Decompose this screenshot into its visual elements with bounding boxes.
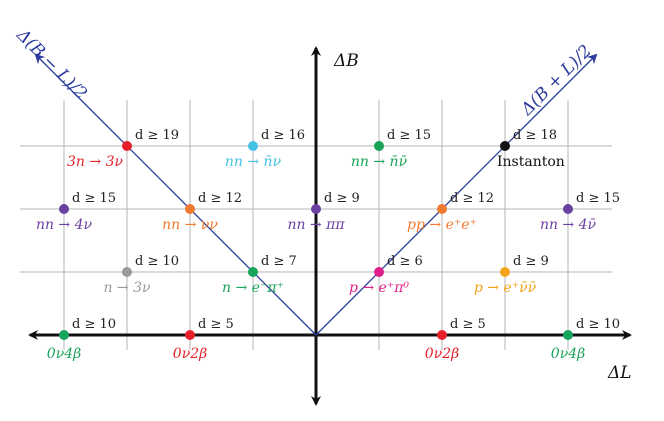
point-marker [563,204,573,214]
point-marker [500,141,510,151]
dimension-label: d ≥ 16 [261,128,305,143]
delta-l-axis-label: ΔL [607,363,632,383]
diagonal-axes [34,53,598,336]
process-point: d ≥ 10 n → 3ν [103,254,179,296]
point-marker [500,267,510,277]
process-label: nn → νν [162,217,218,233]
point-marker [311,204,321,214]
process-label: n → 3ν [103,280,151,296]
axes [28,46,632,406]
process-label: pp → e⁺e⁺ [407,217,477,233]
process-label: nn → n̄ν̄ [351,154,408,170]
dimension-label: d ≥ 15 [576,191,620,206]
process-label: 0ν4β [47,346,81,362]
dimension-label: d ≥ 5 [450,317,486,332]
process-point: d ≥ 10 0ν4β [47,317,116,362]
dimension-label: d ≥ 15 [72,191,116,206]
point-marker [248,267,258,277]
process-label: p → e⁺ν̄ν̄ [474,280,537,296]
point-marker [122,141,132,151]
process-point: d ≥ 5 0ν2β [425,317,486,362]
point-marker [185,204,195,214]
process-point: d ≥ 15 nn → 4ν [36,191,116,233]
point-marker [185,330,195,340]
process-label: n → e⁻π⁺ [222,280,284,296]
dimension-label: d ≥ 9 [324,191,360,206]
process-point: d ≥ 15 nn → n̄ν̄ [351,128,431,170]
process-label: 3n → 3ν [67,154,123,170]
process-label: nn → 4ν̄ [540,217,597,233]
point-marker [59,330,69,340]
process-point: d ≥ 15 nn → 4ν̄ [540,191,620,233]
dimension-label: d ≥ 19 [135,128,179,143]
delta-b-minus-l-label: Δ(B − L)/2 [12,25,91,104]
point-marker [563,330,573,340]
point-marker [437,204,447,214]
delta-b-axis-label: ΔB [333,51,359,71]
process-point: d ≥ 5 0ν2β [173,317,234,362]
process-point: d ≥ 19 3n → 3ν [67,128,179,170]
point-marker [59,204,69,214]
dimension-label: d ≥ 6 [387,254,423,269]
delta-b-plus-l-axis [315,53,598,336]
process-point: d ≥ 12 pp → e⁺e⁺ [407,191,494,233]
process-point: d ≥ 9 p → e⁺ν̄ν̄ [474,254,549,296]
process-point: d ≥ 9 nn → ππ [287,191,359,233]
point-marker [374,267,384,277]
dimension-label: d ≥ 5 [198,317,234,332]
process-label: 0ν2β [425,346,459,362]
dimension-label: d ≥ 7 [261,254,297,269]
dimension-label: d ≥ 9 [513,254,549,269]
process-point: d ≥ 16 nn → n̄ν [225,128,305,170]
process-label: Instanton [497,154,565,170]
process-label: p → e⁺π⁰ [349,280,409,296]
process-point: d ≥ 10 0ν4β [551,317,620,362]
process-label: 0ν4β [551,346,585,362]
dimension-label: d ≥ 15 [387,128,431,143]
process-label: nn → 4ν [36,217,93,233]
delta-b-plus-l-label: Δ(B + L)/2 [517,41,596,120]
dimension-label: d ≥ 18 [513,128,557,143]
process-label: nn → n̄ν [225,154,282,170]
dimension-label: d ≥ 12 [450,191,494,206]
point-marker [374,141,384,151]
process-label: nn → ππ [287,217,345,233]
process-point: d ≥ 7 n → e⁻π⁺ [222,254,297,296]
point-marker [437,330,447,340]
dimension-label: d ≥ 10 [135,254,179,269]
point-marker [122,267,132,277]
delta-b-minus-l-axis [34,53,317,336]
process-point: d ≥ 18 Instanton [497,128,565,170]
process-point: d ≥ 12 nn → νν [162,191,242,233]
process-label: 0ν2β [173,346,207,362]
point-marker [248,141,258,151]
dimension-label: d ≥ 10 [576,317,620,332]
process-point: d ≥ 6 p → e⁺π⁰ [349,254,423,296]
dimension-label: d ≥ 12 [198,191,242,206]
process-points: d ≥ 19 3n → 3ν d ≥ 16 nn → n̄ν d ≥ 15 nn → n̄… [36,128,620,362]
dimension-label: d ≥ 10 [72,317,116,332]
